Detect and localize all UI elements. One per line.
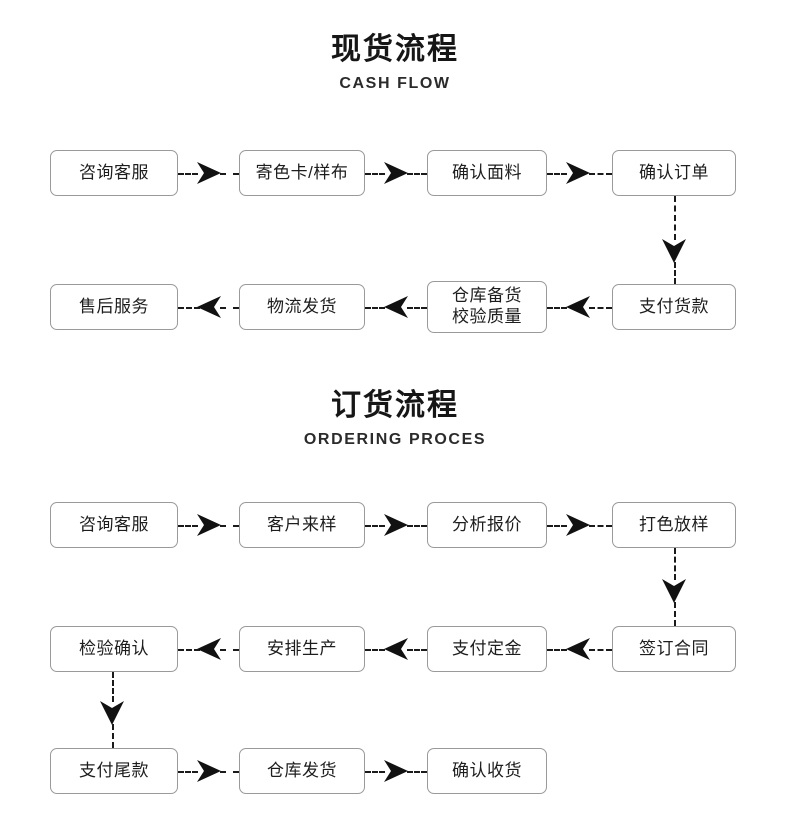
connector-line [407,649,427,651]
arrow-right-icon [383,759,409,783]
node-after-sales[interactable]: 售后服务 [50,284,178,330]
connector-line [178,771,198,773]
connector-line [220,307,239,309]
connector-line [220,771,239,773]
node-warehouse-shipment[interactable]: 仓库发货 [239,748,365,794]
node-color-sampling[interactable]: 打色放样 [612,502,736,548]
arrow-right-icon [565,513,591,537]
connector-line [220,649,239,651]
connector-line [407,173,427,175]
connector-line-vertical [112,724,114,748]
connector-line [178,173,198,175]
connector-line-vertical [674,548,676,580]
connector-line [365,649,385,651]
node-analyze-quote[interactable]: 分析报价 [427,502,547,548]
node-consult-service-cash[interactable]: 咨询客服 [50,150,178,196]
node-pay-deposit[interactable]: 支付定金 [427,626,547,672]
node-customer-sample[interactable]: 客户来样 [239,502,365,548]
arrow-right-icon [383,161,409,185]
section-title-cash-flow: 现货流程 CASH FLOW [0,32,790,95]
arrow-down-icon [99,700,125,726]
section-title-ordering: 订货流程 ORDERING PROCES [0,388,790,451]
arrow-right-icon [196,161,222,185]
connector-line [589,173,612,175]
connector-line [547,173,567,175]
arrow-left-icon [565,295,591,319]
connector-line [547,525,567,527]
connector-line [589,307,612,309]
arrow-down-icon [661,578,687,604]
node-pay-balance[interactable]: 支付尾款 [50,748,178,794]
connector-line-vertical [112,672,114,702]
connector-line [589,525,612,527]
connector-line [365,307,385,309]
section-title-cn: 现货流程 [331,33,459,66]
section-title-en: CASH FLOW [339,75,451,92]
node-pay-goods[interactable]: 支付货款 [612,284,736,330]
connector-line [365,525,385,527]
node-consult-service-order[interactable]: 咨询客服 [50,502,178,548]
node-send-color-card[interactable]: 寄色卡/样布 [239,150,365,196]
connector-line [220,173,239,175]
connector-line [407,771,427,773]
arrow-left-icon [383,295,409,319]
node-confirm-fabric[interactable]: 确认面料 [427,150,547,196]
connector-line [407,525,427,527]
connector-line [178,649,200,651]
connector-line [589,649,612,651]
connector-line [178,307,200,309]
arrow-right-icon [565,161,591,185]
node-logistics-shipment[interactable]: 物流发货 [239,284,365,330]
node-warehouse-stock-check[interactable]: 仓库备货 校验质量 [427,281,547,333]
arrow-left-icon [196,637,222,661]
arrow-down-icon [661,238,687,264]
connector-line [547,307,567,309]
arrow-right-icon [196,513,222,537]
connector-line [547,649,567,651]
node-confirm-receipt[interactable]: 确认收货 [427,748,547,794]
section-title-cn: 订货流程 [331,389,459,422]
connector-line-vertical [674,602,676,626]
arrow-left-icon [565,637,591,661]
arrow-right-icon [383,513,409,537]
connector-line [407,307,427,309]
connector-line-vertical [674,262,676,284]
node-confirm-order[interactable]: 确认订单 [612,150,736,196]
connector-line [178,525,198,527]
section-title-en: ORDERING PROCES [303,431,487,448]
connector-line [365,173,385,175]
node-arrange-production[interactable]: 安排生产 [239,626,365,672]
node-inspect-confirm[interactable]: 检验确认 [50,626,178,672]
connector-line [220,525,239,527]
node-sign-contract[interactable]: 签订合同 [612,626,736,672]
connector-line [365,771,385,773]
arrow-right-icon [196,759,222,783]
arrow-left-icon [383,637,409,661]
arrow-left-icon [196,295,222,319]
connector-line-vertical [674,196,676,240]
